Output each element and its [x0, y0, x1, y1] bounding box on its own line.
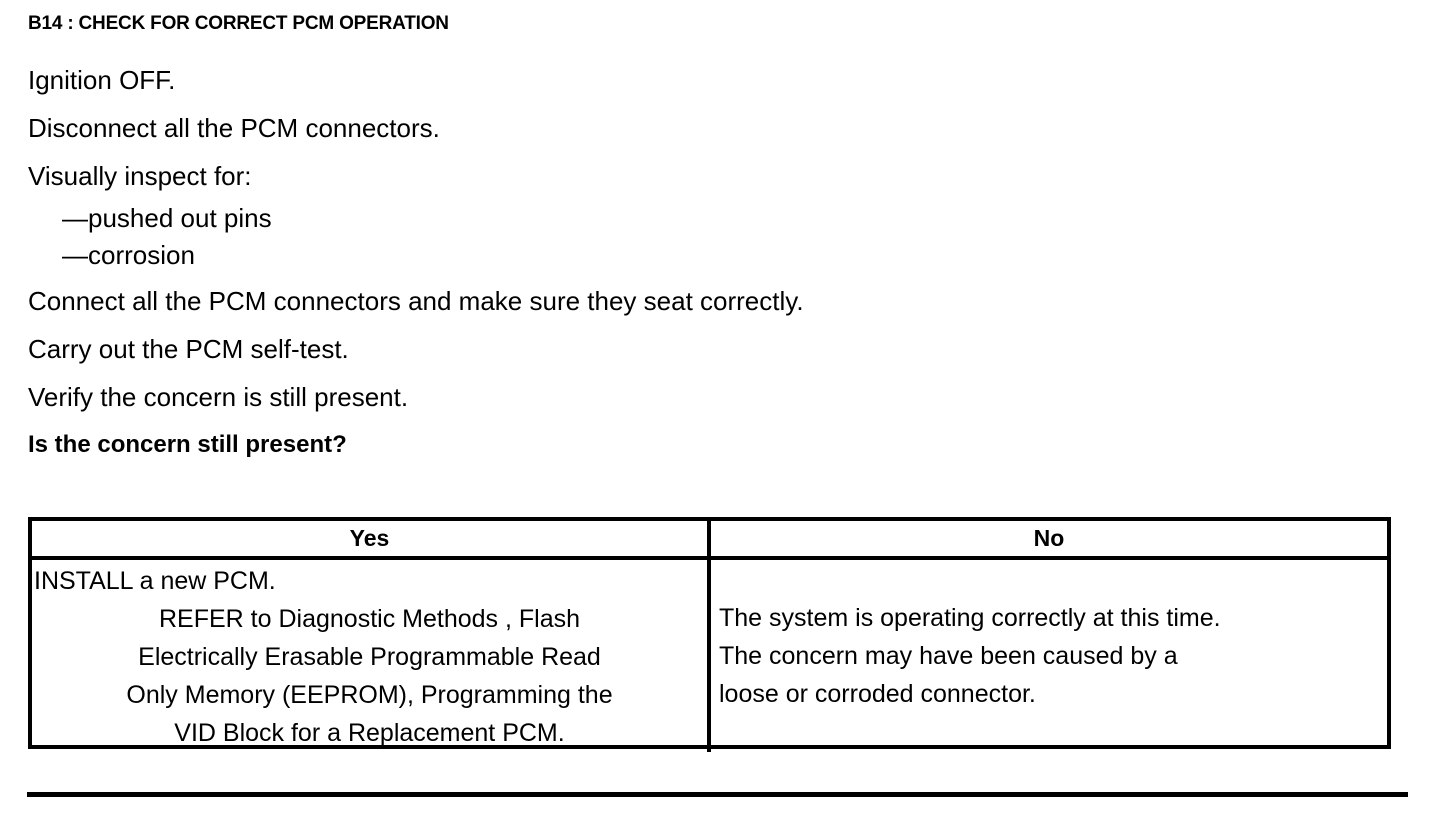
step-heading: B14 : CHECK FOR CORRECT PCM OPERATION [28, 13, 449, 34]
table-header-cell-yes: Yes [32, 521, 711, 556]
instruction-bullet-pushed-out-pins: —pushed out pins [62, 203, 272, 233]
no-line-system-operating-correctly: The system is operating correctly at thi… [719, 604, 1221, 632]
instruction-line-visually-inspect: Visually inspect for: [28, 161, 252, 191]
table-cell-yes-action: INSTALL a new PCM. REFER to Diagnostic M… [32, 560, 711, 752]
table-header-row: Yes No [32, 521, 1387, 560]
yes-line-install-new-pcm: INSTALL a new PCM. [34, 567, 276, 595]
instruction-list: Ignition OFF. Disconnect all the PCM con… [28, 56, 1418, 469]
page-bottom-rule [27, 792, 1408, 797]
yes-line-electrically-erasable: Electrically Erasable Programmable Read [138, 643, 601, 671]
table-cell-no-action: The system is operating correctly at thi… [711, 560, 1387, 752]
instruction-line-pcm-self-test: Carry out the PCM self-test. [28, 334, 349, 364]
instruction-line-connect-connectors: Connect all the PCM connectors and make … [28, 286, 804, 316]
no-line-concern-caused-by: The concern may have been caused by a [719, 642, 1178, 670]
no-action-text: The system is operating correctly at thi… [711, 560, 1387, 752]
instruction-line-verify-concern: Verify the concern is still present. [28, 382, 409, 412]
decision-table: Yes No INSTALL a new PCM. REFER to Diagn… [28, 517, 1391, 752]
no-line-loose-corroded-connector: loose or corroded connector. [719, 680, 1036, 708]
column-header-yes: Yes [349, 525, 390, 551]
instruction-line-disconnect-connectors: Disconnect all the PCM connectors. [28, 113, 440, 143]
instruction-bullet-corrosion: —corrosion [62, 240, 195, 270]
table-body-row: INSTALL a new PCM. REFER to Diagnostic M… [32, 560, 1387, 752]
decision-question: Is the concern still present? [28, 431, 347, 458]
yes-line-eeprom-programming: Only Memory (EEPROM), Programming the [126, 681, 613, 709]
column-header-no: No [1033, 525, 1065, 551]
instruction-line-ignition-off: Ignition OFF. [28, 65, 176, 95]
yes-action-text: INSTALL a new PCM. REFER to Diagnostic M… [32, 560, 707, 754]
yes-line-refer-diagnostic-methods: REFER to Diagnostic Methods , Flash [159, 605, 580, 633]
table-header-cell-no: No [711, 521, 1387, 556]
yes-line-vid-block: VID Block for a Replacement PCM. [174, 719, 565, 747]
